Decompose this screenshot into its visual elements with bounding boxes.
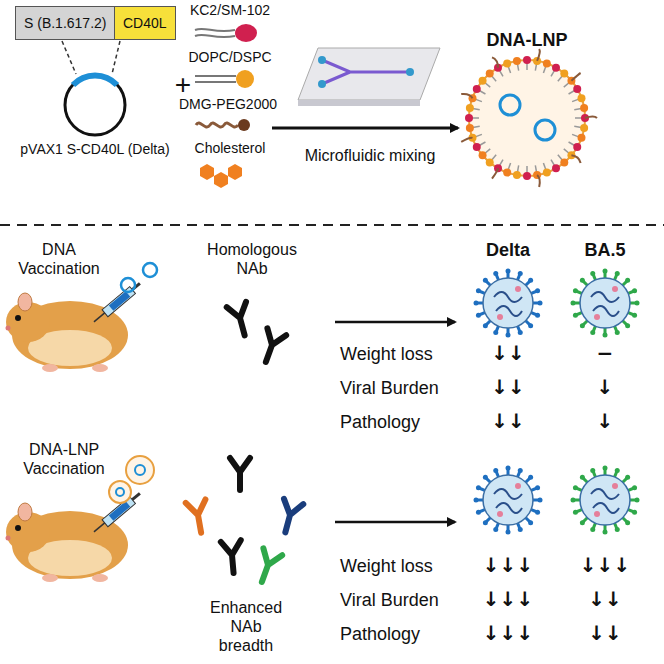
text-label: DOPC/DSPC bbox=[180, 49, 280, 66]
text-label: Viral Burden bbox=[340, 378, 470, 400]
effect-arrows: ↓↓↓ bbox=[463, 587, 553, 611]
effect-arrows: − bbox=[560, 341, 650, 365]
sequence-box: CD40L bbox=[114, 6, 176, 40]
text-label: Weight loss bbox=[340, 556, 470, 578]
text-label: BA.5 bbox=[560, 240, 650, 262]
effect-arrows: ↓↓↓ bbox=[560, 553, 650, 577]
effect-arrows: ↓↓↓ bbox=[463, 553, 553, 577]
effect-arrows: ↓ bbox=[560, 409, 650, 433]
text-label: Cholesterol bbox=[180, 140, 280, 157]
effect-arrows: ↓↓↓ bbox=[463, 621, 553, 645]
text-label: DNA Vaccination bbox=[4, 240, 114, 278]
effect-arrows: ↓↓ bbox=[560, 587, 650, 611]
text-label: DNA-LNP bbox=[462, 30, 592, 52]
text-label: Pathology bbox=[340, 412, 470, 434]
box-label: S (B.1.617.2) bbox=[24, 15, 107, 31]
text-label: Microfluidic mixing bbox=[300, 146, 440, 165]
sequence-box: S (B.1.617.2) bbox=[15, 6, 116, 40]
text-label: Weight loss bbox=[340, 344, 470, 366]
text-label: Pathology bbox=[340, 624, 470, 646]
text-label: DNA-LNP Vaccination bbox=[4, 440, 124, 478]
effect-arrows: ↓↓ bbox=[463, 409, 553, 433]
effect-arrows: ↓↓ bbox=[463, 341, 553, 365]
text-label: DMG-PEG2000 bbox=[172, 96, 284, 113]
effect-arrows: ↓↓ bbox=[560, 621, 650, 645]
box-label: CD40L bbox=[123, 15, 167, 31]
effect-arrows: ↓↓ bbox=[463, 375, 553, 399]
text-label: KC2/SM-102 bbox=[180, 2, 280, 19]
effect-arrows: ↓ bbox=[560, 375, 650, 399]
text-label: Homologous NAb bbox=[192, 240, 312, 278]
text-label: pVAX1 S-CD40L (Delta) bbox=[20, 141, 170, 158]
text-label: Viral Burden bbox=[340, 590, 470, 612]
text-label: Enhanced NAb breadth bbox=[203, 598, 289, 656]
text-label: Delta bbox=[463, 240, 553, 262]
